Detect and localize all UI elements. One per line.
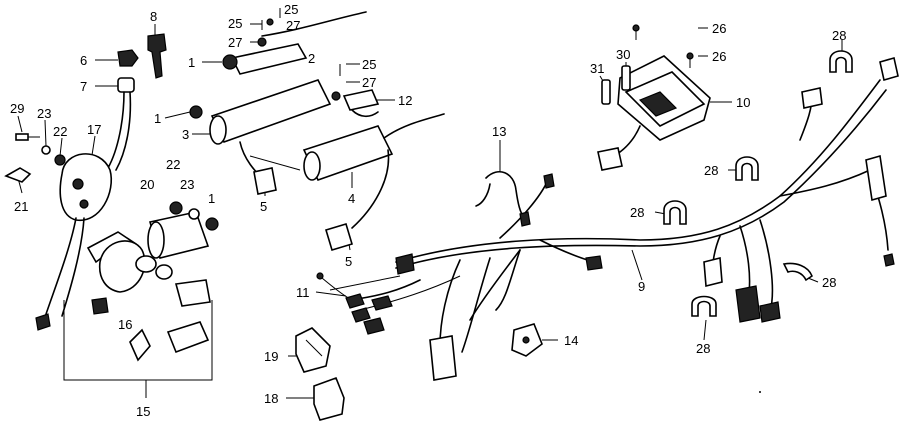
callout-28: 28 <box>832 28 846 43</box>
callout-3: 3 <box>182 127 189 142</box>
callout-7: 7 <box>80 79 87 94</box>
part-19-switch-housing <box>295 327 331 373</box>
callout-28: 28 <box>696 341 710 356</box>
harness-connectors <box>395 56 899 381</box>
callout-5: 5 <box>260 199 267 214</box>
callout-23: 23 <box>37 106 51 121</box>
callout-27: 27 <box>362 75 376 90</box>
part-7-connector <box>107 77 135 171</box>
part-22-nut <box>54 154 66 166</box>
callout-9: 9 <box>638 279 645 294</box>
part-8-clip <box>147 33 167 79</box>
callout-31: 31 <box>590 61 604 76</box>
part-13-sub-harness <box>475 170 555 227</box>
callout-29: 29 <box>10 101 24 116</box>
part-4-coil-2 <box>302 113 445 251</box>
part-11-connector-bundle <box>316 272 393 335</box>
callout-6: 6 <box>80 53 87 68</box>
callout-1: 1 <box>188 55 195 70</box>
callout-28: 28 <box>704 163 718 178</box>
callout-2: 2 <box>308 51 315 66</box>
part-27-washers <box>257 18 341 101</box>
callout-26: 26 <box>712 21 726 36</box>
part-20-condenser <box>147 211 210 259</box>
callout-20: 20 <box>140 177 154 192</box>
part-21-bracket <box>4 167 32 183</box>
callout-28: 28 <box>630 205 644 220</box>
callout-26: 26 <box>712 49 726 64</box>
part-29-bolt <box>15 133 40 141</box>
part-23b-washer <box>188 208 200 220</box>
stray-dot <box>759 391 761 393</box>
callout-18: 18 <box>264 391 278 406</box>
part-16-ignition-assembly <box>86 231 211 362</box>
part-31-fuse <box>601 79 611 105</box>
part-18-switch-housing <box>313 376 345 421</box>
callout-14: 14 <box>564 333 578 348</box>
part-28-clamps <box>663 50 853 317</box>
callout-1: 1 <box>154 111 161 126</box>
part-25-bolts <box>261 8 341 76</box>
part-2-coil-bracket <box>230 11 367 75</box>
callout-15: 15 <box>136 404 150 419</box>
callout-1: 1 <box>208 191 215 206</box>
callout-10: 10 <box>736 95 750 110</box>
callout-30: 30 <box>616 47 630 62</box>
part-6-cap <box>117 49 139 67</box>
callout-25: 25 <box>362 57 376 72</box>
part-12-clamp <box>342 89 380 118</box>
part-1c-nut <box>205 217 219 231</box>
part-17-pulser-plate <box>35 153 112 331</box>
callout-21: 21 <box>14 199 28 214</box>
part-3-coil-1 <box>209 79 332 195</box>
callout-8: 8 <box>150 9 157 24</box>
callout-22: 22 <box>166 157 180 172</box>
part-22b-nut <box>169 201 183 215</box>
part-14-relay <box>511 323 543 357</box>
callout-11: 11 <box>296 285 310 300</box>
part-30-fuse <box>621 65 631 91</box>
callout-27: 27 <box>228 35 242 50</box>
part-9-main-harness <box>329 79 889 353</box>
callout-4: 4 <box>348 191 355 206</box>
part-1b-nut <box>189 105 203 119</box>
part-23-washer <box>41 145 51 155</box>
callout-13: 13 <box>492 124 506 139</box>
part-10-fuse-box <box>597 55 711 171</box>
callout-25: 25 <box>228 16 242 31</box>
callout-16: 16 <box>118 317 132 332</box>
callout-12: 12 <box>398 93 412 108</box>
part-26-screws <box>632 24 694 68</box>
callout-28: 28 <box>822 275 836 290</box>
callout-5: 5 <box>345 254 352 269</box>
callout-labels: 8 6 7 29 23 22 17 21 25 25 27 1 27 2 25 … <box>10 2 846 419</box>
callout-17: 17 <box>87 122 101 137</box>
callout-27: 27 <box>286 18 300 33</box>
callout-22: 22 <box>53 124 67 139</box>
part-1a-nut <box>222 54 238 70</box>
callout-19: 19 <box>264 349 278 364</box>
callout-25: 25 <box>284 2 298 17</box>
callout-23: 23 <box>180 177 194 192</box>
